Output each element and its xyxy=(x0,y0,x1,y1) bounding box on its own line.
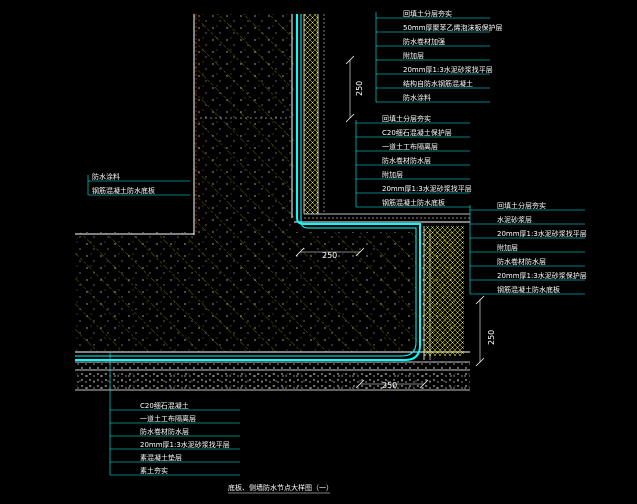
wall_top-label: 防水涂料 xyxy=(403,93,431,102)
dim-bottom-text: 250 xyxy=(382,381,397,390)
wall_mid-label: 附加层 xyxy=(382,170,403,179)
bottom-label: 一道土工布隔离层 xyxy=(140,414,196,423)
wall_mid-label: 回填土分层夯实 xyxy=(382,114,431,123)
right-label: 20mm厚1:3水泥砂浆找平层 xyxy=(497,229,587,238)
dim-right-text: 250 xyxy=(487,330,496,345)
bottom-label: 素混凝土垫层 xyxy=(140,453,182,462)
bottom-label: 素土夯实 xyxy=(140,466,168,475)
right-label: 回填土分层夯实 xyxy=(497,201,546,210)
dimension-bottom: 250 xyxy=(355,379,429,390)
right-label: 20mm厚1:3水泥砂浆保护层 xyxy=(497,271,587,280)
wall_mid-label: 一道土工布隔离层 xyxy=(382,142,438,151)
wall_top-label: 结构自防水钢筋混凝土 xyxy=(403,79,473,88)
drawing-title: 底板、侧墙防水节点大样图（一） xyxy=(228,483,333,492)
left-label: 防水涂料 xyxy=(92,172,120,181)
slab-waterproof-layers xyxy=(75,213,470,361)
dim-wall-text: 250 xyxy=(355,81,364,96)
dimension-slab: 250 xyxy=(295,247,365,260)
dim-slab-text: 250 xyxy=(322,251,337,260)
bottom-label: 防水卷材防水层 xyxy=(140,427,189,436)
dimension-right: 250 xyxy=(475,295,496,367)
wall_mid-label: 钢筋混凝土防水底板 xyxy=(382,198,445,207)
right-label: 防水卷材防水层 xyxy=(497,257,546,266)
wall_top-label: 20mm厚1:3水泥砂浆找平层 xyxy=(403,65,493,74)
right-label: 水泥砂浆层 xyxy=(497,215,532,224)
wall_top-label: 回填土分层夯实 xyxy=(403,9,452,18)
wall_mid-label: 防水卷材防水层 xyxy=(382,156,431,165)
bottom-label: 20mm厚1:3水泥砂浆找平层 xyxy=(140,440,230,449)
wall_top-label: 50mm厚聚苯乙烯泡沫板保护层 xyxy=(403,23,503,32)
right-label: 附加层 xyxy=(497,243,518,252)
wall-waterproof-layers xyxy=(296,14,325,221)
left-label: 钢筋混凝土防水底板 xyxy=(92,186,155,195)
dimension-wall: 250 xyxy=(345,55,364,123)
right-label: 钢筋混凝土防水底板 xyxy=(497,285,560,294)
wall-concrete xyxy=(193,14,294,235)
slab-concrete xyxy=(75,221,470,353)
wall_mid-label: C20细石混凝土保护层 xyxy=(382,128,452,137)
base-layers xyxy=(75,361,470,391)
wall_mid-label: 20mm厚1:3水泥砂浆找平层 xyxy=(382,184,472,193)
wall_top-label: 附加层 xyxy=(403,51,424,60)
bottom-label: C20细石混凝土 xyxy=(140,401,189,410)
wall_top-label: 防水卷材加强 xyxy=(403,37,445,46)
